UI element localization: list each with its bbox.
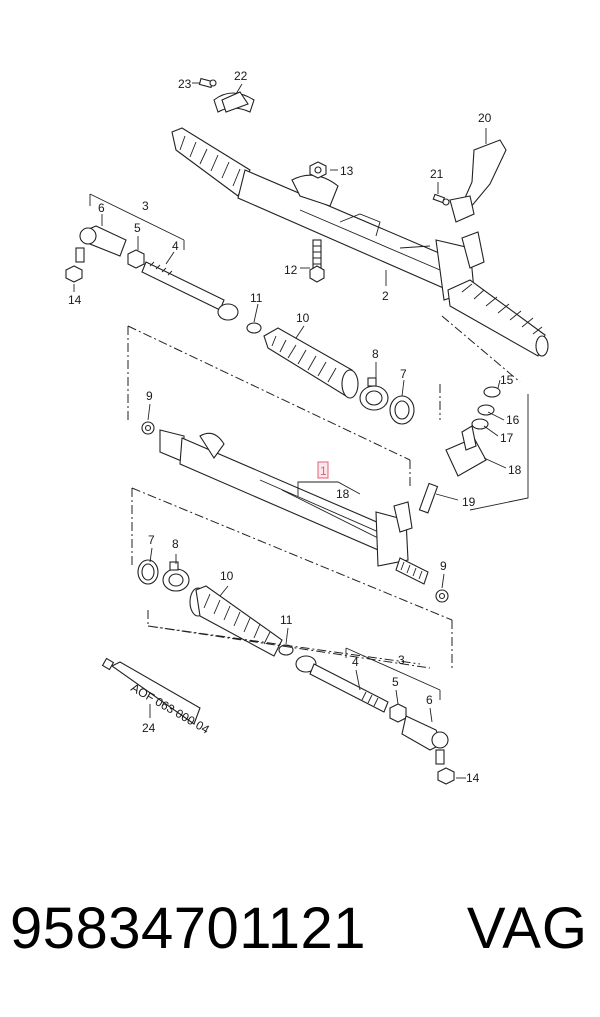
bolt-21	[432, 193, 450, 206]
callout-22: 22	[234, 69, 248, 83]
callout-16: 16	[506, 413, 520, 427]
exploded-parts-diagram: AOF 063 000 04	[65, 69, 549, 785]
boot-10-lower	[189, 585, 283, 657]
tie-rod-right	[295, 655, 455, 785]
callout-14-lower: 14	[466, 771, 480, 785]
clamp-8-upper	[359, 377, 389, 411]
callout-9-upper: 9	[146, 389, 153, 403]
ring-7-upper	[389, 395, 415, 425]
valve-parts-15-19	[418, 386, 501, 514]
callout-labels: 1 2 3 3 4 4 5 5 6 6 7 7 8 8 9 9 10 10 11…	[68, 69, 522, 785]
ring-7-lower	[137, 559, 159, 585]
group-boundary-upper	[127, 325, 411, 488]
callout-19: 19	[462, 495, 476, 509]
washer-9-right	[435, 589, 449, 603]
callout-8-upper: 8	[372, 347, 379, 361]
bolt-12	[309, 239, 325, 283]
group-boundary-right	[439, 315, 521, 420]
bracket-20	[449, 139, 507, 223]
callout-7-lower: 7	[148, 533, 155, 547]
callout-17: 17	[500, 431, 514, 445]
callout-8-lower: 8	[172, 537, 179, 551]
callout-4-upper: 4	[172, 239, 179, 253]
steering-rack-upper	[171, 127, 549, 357]
callout-18-right: 18	[508, 463, 522, 477]
callout-10-upper: 10	[296, 311, 310, 325]
callout-3-upper: 3	[142, 199, 149, 213]
nut-13	[309, 161, 327, 179]
right-boot-upper	[447, 279, 549, 357]
bracket-18-right	[469, 394, 529, 511]
callout-1: 1	[320, 464, 327, 478]
callout-11-lower: 11	[280, 613, 293, 627]
callout-2: 2	[382, 289, 389, 303]
callout-13: 13	[340, 164, 354, 178]
callout-5-lower: 5	[392, 675, 399, 689]
callout-3-lower: 3	[398, 653, 405, 667]
left-boot-upper	[171, 127, 251, 197]
boot-10-upper	[263, 327, 359, 399]
callout-23: 23	[178, 77, 192, 91]
callout-14-upper: 14	[68, 293, 82, 307]
group-boundary-lower	[131, 487, 453, 668]
footer: 95834701121 VAG	[0, 895, 600, 985]
callout-4-lower: 4	[352, 655, 359, 669]
highlight-box-1	[317, 461, 329, 479]
callout-15: 15	[500, 373, 514, 387]
callout-7-upper: 7	[400, 367, 407, 381]
part-number: 95834701121	[10, 896, 367, 961]
group-boundary-bottom	[147, 610, 431, 669]
callout-12: 12	[284, 263, 298, 277]
callout-21: 21	[430, 167, 444, 181]
callout-5-upper: 5	[134, 221, 141, 235]
tie-rod-left	[65, 225, 239, 321]
grease-tube-24: AOF 063 000 04	[101, 657, 212, 737]
clamp-8-lower	[162, 561, 190, 592]
callout-6-upper: 6	[98, 201, 105, 215]
callout-24: 24	[142, 721, 156, 735]
clamp-22	[213, 91, 255, 113]
callout-20: 20	[478, 111, 492, 125]
callout-6-lower: 6	[426, 693, 433, 707]
callout-10-lower: 10	[220, 569, 234, 583]
clip-11-upper	[246, 322, 262, 334]
bracket-3-lower	[345, 647, 441, 700]
brand-name: VAG	[466, 896, 588, 961]
callout-11-upper: 11	[250, 291, 263, 305]
bolt-23	[198, 77, 217, 89]
rack-housing-1	[141, 421, 429, 585]
bracket-1-18	[297, 481, 361, 496]
callout-9-lower: 9	[440, 559, 447, 573]
callout-18-middle: 18	[336, 487, 350, 501]
leader-lines	[73, 82, 507, 779]
bracket-3-upper	[89, 193, 185, 250]
